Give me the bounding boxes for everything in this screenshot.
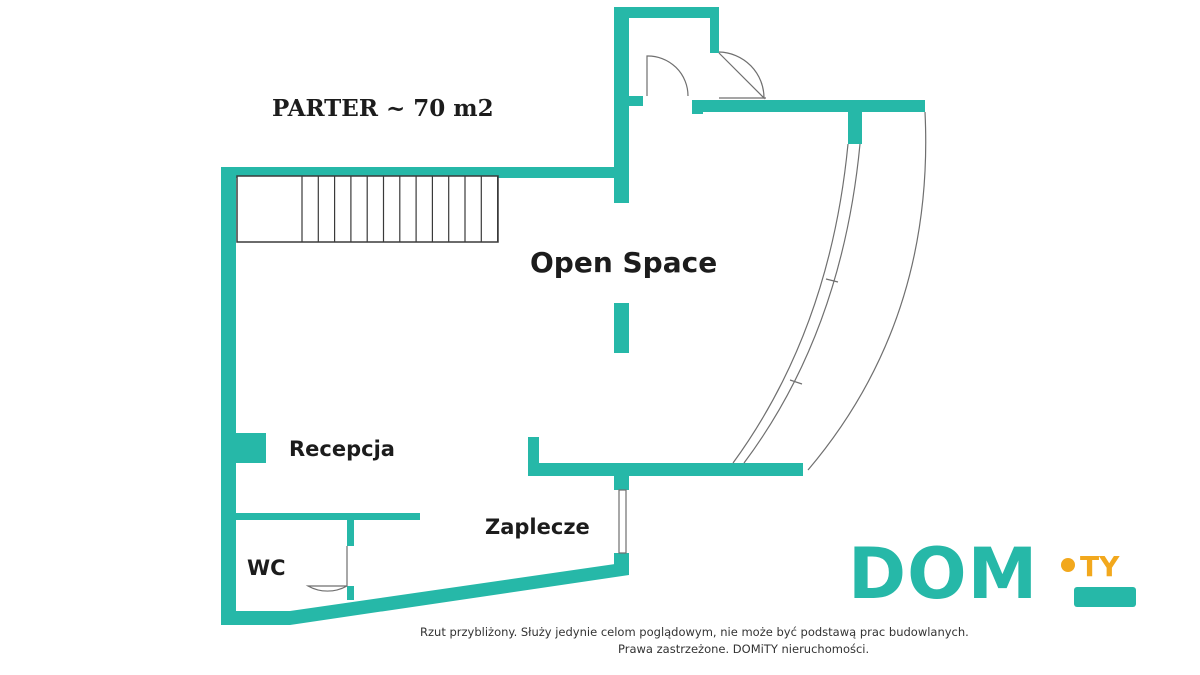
door-wc: [305, 546, 348, 592]
wall-top-right: [692, 100, 925, 112]
wall-bottom-slant: [221, 562, 629, 625]
wall-divider-mid: [614, 303, 629, 353]
door-vestibule: [646, 55, 689, 97]
door-exterior: [718, 51, 765, 100]
wall-vestibule-right: [710, 7, 719, 53]
window-curve-inner-a: [732, 143, 849, 464]
domity-logo: DOM TY: [848, 539, 1138, 617]
window-mullion-1: [825, 278, 839, 283]
wall-wc-right-low: [347, 586, 354, 600]
room-label-recepcja: Recepcja: [289, 437, 395, 461]
wall-left: [221, 167, 236, 625]
wall-vestibule-left: [614, 7, 629, 203]
wall-wc-top: [236, 513, 420, 520]
room-label-zaplecze: Zaplecze: [485, 515, 590, 539]
footer-note-line1: Rzut przybliżony. Służy jedynie celom po…: [420, 625, 969, 639]
footer-note-line2: Prawa zastrzeżone. DOMiTY nieruchomości.: [618, 642, 870, 656]
wall-zaplecze-top: [528, 463, 803, 476]
window-curve-inner-b: [743, 143, 861, 464]
logo-main-text: DOM: [848, 533, 1039, 615]
wall-zaplecze-stub: [528, 437, 539, 476]
wall-vestibule-stub: [629, 96, 643, 106]
wall-zaplecze-right: [614, 476, 629, 490]
wall-vestibule-lower: [692, 100, 703, 114]
wall-wc-right: [347, 520, 354, 546]
wall-column-right: [848, 112, 862, 144]
logo-dot-icon: [1061, 558, 1075, 572]
logo-sub-text: TY: [1080, 550, 1120, 583]
stair-steps: [317, 176, 499, 242]
room-label-wc: WC: [247, 556, 286, 580]
logo-bar-icon: [1074, 587, 1136, 607]
window-zaplecze: [618, 489, 627, 554]
room-label-open-space: Open Space: [530, 246, 718, 279]
wall-top-left: [221, 167, 629, 178]
wall-divider-upper: [614, 178, 629, 203]
window-mullion-2: [789, 379, 803, 385]
wall-vestibule-top: [614, 7, 719, 18]
window-curve-outer: [807, 111, 927, 471]
wall-reception-post: [236, 433, 266, 463]
plan-title: PARTER ~ 70 m2: [272, 95, 494, 122]
